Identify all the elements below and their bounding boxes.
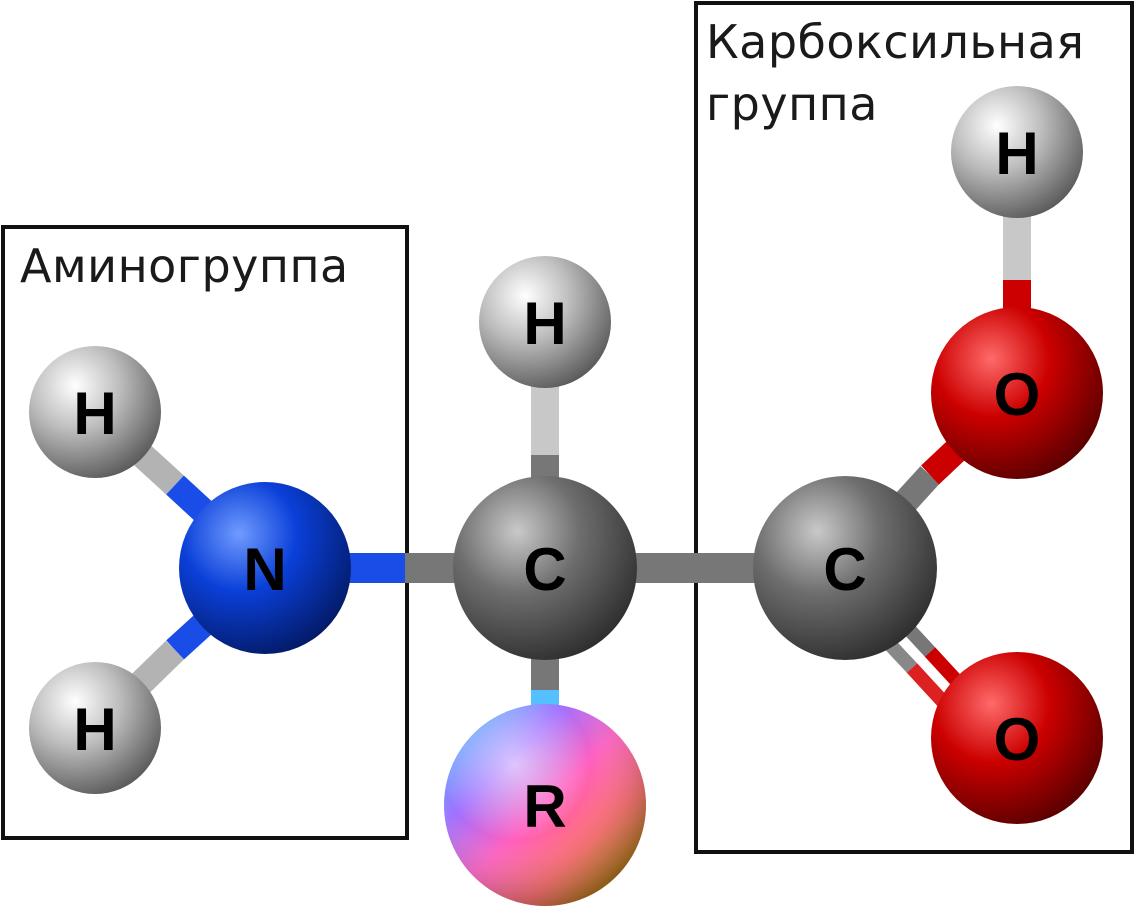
atom-c-alpha-label: C: [523, 536, 566, 603]
atom-o-carbonyl-label: O: [994, 706, 1041, 773]
atom-h-hydroxyl-label: H: [995, 120, 1038, 187]
atom-n-label: N: [243, 536, 286, 603]
carboxyl-group-label-line1: Карбоксильная: [706, 15, 1085, 69]
atom-h-alpha-label: H: [523, 290, 566, 357]
carboxyl-group-frame: [694, 1, 1134, 854]
atom-h-amino-top-label: H: [73, 380, 116, 447]
atom-o-carbonyl: O: [931, 652, 1103, 824]
carboxyl-group-label-line2: группа: [706, 77, 878, 131]
atom-h-alpha: H: [479, 256, 611, 388]
atom-h-hydroxyl: H: [951, 86, 1083, 218]
atom-h-amino-bottom-label: H: [73, 696, 116, 763]
atom-r-label: R: [523, 773, 566, 840]
atom-c-carboxyl-label: C: [823, 536, 866, 603]
atom-n: N: [179, 482, 351, 654]
atom-o-hydroxyl: O: [931, 307, 1103, 479]
atom-r-side-chain: R: [444, 704, 646, 906]
amino-group-frame: [1, 225, 409, 840]
atom-h-amino-bottom: H: [29, 662, 161, 794]
atom-h-amino-top: H: [29, 346, 161, 478]
amino-group-label: Аминогруппа: [20, 239, 349, 293]
atom-o-hydroxyl-label: O: [994, 361, 1041, 428]
atom-c-carboxyl: C: [753, 476, 937, 660]
atom-c-alpha: C: [453, 476, 637, 660]
